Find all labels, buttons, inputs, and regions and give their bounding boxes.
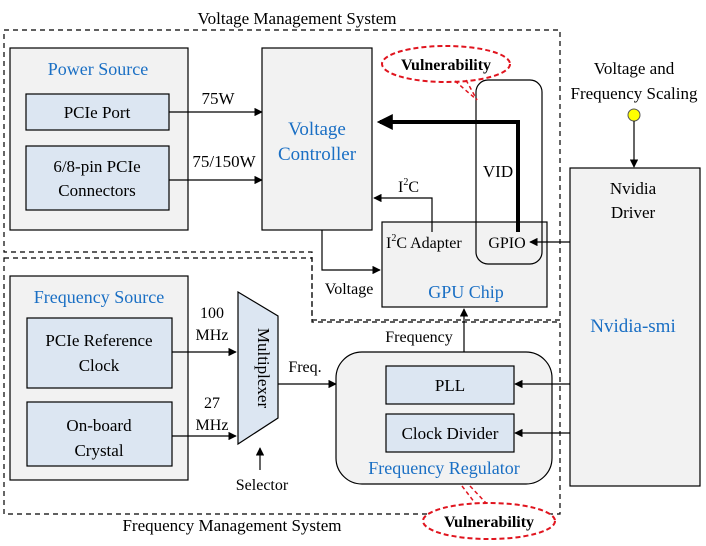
multiplexer-label: Multiplexer (254, 328, 273, 409)
scaling-dot (627, 108, 641, 122)
pcie-ref-clock-line2: Clock (79, 356, 120, 375)
nvidia-driver-line1: Nvidia (610, 179, 657, 198)
gpio-label: GPIO (488, 235, 525, 252)
pcie-port-label: PCIe Port (64, 103, 131, 122)
pcie-connectors-line1: 6/8-pin PCIe (53, 157, 140, 176)
voltage-system-title: Voltage Management System (198, 9, 397, 28)
pll-box (385, 365, 515, 405)
vulnerability-top-ellipse (381, 45, 511, 83)
vulnerability-bottom-label: Vulnerability (444, 514, 534, 531)
voltage-label: Voltage (325, 281, 374, 298)
pcie-ref-clock-line1: PCIe Reference (45, 331, 152, 350)
onboard-crystal-box (26, 401, 173, 467)
scaling-line2: Frequency Scaling (571, 84, 698, 103)
voltage-arrow (321, 230, 381, 275)
label-27mhz-line2: MHz (196, 417, 229, 434)
gpu-chip-title: GPU Chip (428, 282, 504, 302)
voltage-controller-line2: Controller (278, 144, 357, 165)
label-75w: 75W (201, 89, 235, 108)
voltage-controller-line1: Voltage (288, 119, 346, 140)
i2c-label: I2C (398, 177, 419, 196)
pcie-ref-clock-box (26, 317, 173, 389)
frequency-label: Frequency (385, 329, 453, 346)
onboard-crystal-line1: On-board (66, 416, 132, 435)
pll-label: PLL (435, 376, 465, 395)
label-100mhz-line2: MHz (196, 327, 229, 344)
vulnerability-top-pointer (454, 79, 478, 101)
multiplexer-shape (237, 290, 279, 446)
pcie-connectors-box (25, 145, 170, 211)
i2c-arrow (373, 193, 433, 232)
nvidia-driver-line2: Driver (611, 203, 656, 222)
clock-divider-label: Clock Divider (402, 424, 499, 443)
nvidia-driver-box (569, 167, 701, 487)
power-source-title: Power Source (48, 59, 148, 79)
freq-label: Freq. (288, 359, 321, 376)
vulnerability-bottom-ellipse (422, 502, 556, 540)
onboard-crystal-line2: Crystal (74, 441, 123, 460)
label-100mhz-line1: 100 (200, 305, 224, 322)
pcie-connectors-line2: Connectors (58, 181, 135, 200)
frequency-regulator-title: Frequency Regulator (368, 458, 519, 478)
label-75-150w: 75/150W (192, 152, 256, 171)
vulnerability-top-label: Vulnerability (401, 57, 491, 74)
i2c-adapter-label: I2C Adapter (386, 233, 462, 252)
vid-gpio-column (475, 79, 543, 265)
voltage-controller-box (261, 47, 373, 231)
selector-label: Selector (236, 477, 289, 494)
pcie-port-box (25, 93, 170, 131)
vulnerability-bottom-pointer (461, 485, 487, 504)
scaling-line1: Voltage and (594, 59, 675, 78)
label-27mhz-line1: 27 (204, 395, 220, 412)
frequency-system-title: Frequency Management System (122, 516, 341, 535)
frequency-system-boundary (3, 257, 561, 515)
vid-label: VID (483, 162, 513, 181)
clock-divider-box (385, 413, 515, 453)
vid-thick-arrow (376, 114, 520, 232)
frequency-source-title: Frequency Source (34, 287, 164, 307)
nvidia-smi-label: Nvidia-smi (590, 316, 676, 337)
